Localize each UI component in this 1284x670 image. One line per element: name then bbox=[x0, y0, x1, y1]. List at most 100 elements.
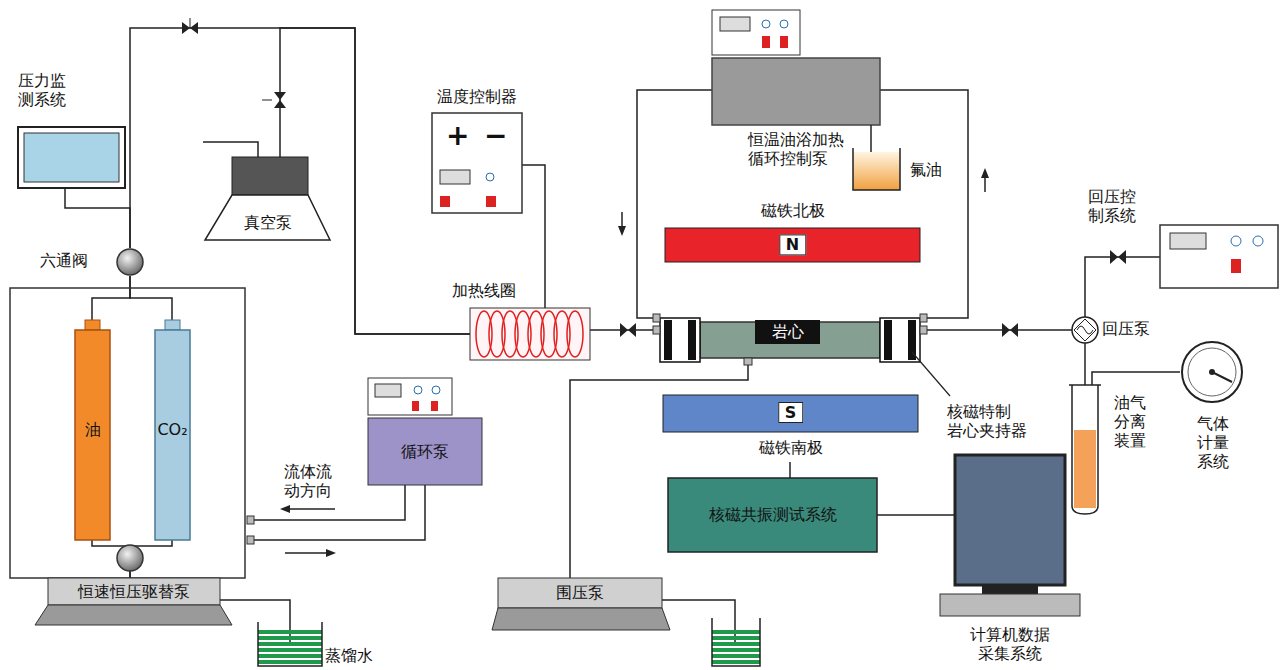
oil-cylinder-part bbox=[75, 330, 110, 540]
nmr-system: 核磁共振测试系统 bbox=[668, 478, 877, 552]
vacuum-pump: 真空泵 bbox=[205, 157, 330, 240]
core-holder-part bbox=[920, 326, 927, 334]
circulation-pump-part bbox=[253, 485, 425, 540]
core-holder-part bbox=[660, 318, 700, 362]
gas-meter: 气体 计量 系统 bbox=[1180, 342, 1245, 497]
node-text: + bbox=[446, 119, 469, 153]
core-holder-part bbox=[755, 320, 820, 344]
circulation-pump-part bbox=[247, 536, 254, 544]
separator-tube bbox=[1069, 385, 1101, 514]
separator-tube-part bbox=[1074, 430, 1096, 508]
core-holder-part bbox=[688, 320, 696, 360]
circulation-pump-part bbox=[368, 378, 452, 415]
node-text: N bbox=[779, 234, 806, 255]
circulation-pump-part bbox=[414, 386, 422, 394]
node-text: − bbox=[484, 119, 507, 153]
confining-pump-part bbox=[712, 630, 760, 666]
core-holder: 核磁特制 岩心夹持器岩心 bbox=[660, 318, 920, 362]
drive-pump: 恒速恒压驱替泵 bbox=[48, 578, 220, 605]
node-text: 油 bbox=[85, 420, 101, 439]
fluoro-oil-beaker bbox=[853, 148, 900, 190]
water-beaker-part bbox=[258, 622, 322, 666]
oil-bath-pump-part bbox=[762, 20, 770, 28]
frame-part bbox=[10, 288, 245, 578]
back-pressure-controller bbox=[1160, 225, 1278, 288]
vacuum-pump bbox=[203, 142, 330, 240]
node-text: 六通阀 bbox=[40, 251, 88, 270]
computer-part bbox=[982, 585, 1038, 594]
node-text: 核磁共振测试系统 bbox=[709, 505, 837, 524]
north-magnet-part bbox=[665, 228, 920, 262]
pressure-monitor bbox=[18, 127, 125, 188]
fluoro-oil-beaker-part bbox=[853, 152, 900, 190]
pipe-line bbox=[65, 188, 130, 248]
circulation-pump-part bbox=[368, 418, 482, 485]
node-text: 核磁特制 岩心夹持器 bbox=[947, 402, 1027, 440]
gas-meter bbox=[1182, 342, 1242, 402]
vacuum-pump-part bbox=[203, 142, 258, 157]
pipe-line bbox=[130, 276, 172, 320]
oil-bath-pump-part bbox=[712, 58, 880, 125]
pipe-line bbox=[522, 165, 545, 308]
core-holder-part bbox=[880, 318, 920, 362]
temperature-controller-part bbox=[440, 196, 450, 207]
circulation-pump-part bbox=[412, 401, 419, 411]
pressure-monitor-part bbox=[24, 133, 119, 182]
computer-part bbox=[955, 455, 1065, 585]
six-way-valve-part bbox=[117, 249, 143, 275]
core-holder-part bbox=[664, 320, 672, 360]
node-text: CO₂ bbox=[157, 420, 187, 439]
node-text: 恒速恒压驱替泵 bbox=[78, 582, 190, 601]
flow-arrow-part bbox=[285, 552, 328, 554]
co2-cylinder-part bbox=[155, 330, 190, 540]
water-label: 蒸馏水 bbox=[325, 646, 373, 665]
flow-arrow-part bbox=[981, 168, 989, 178]
circulation-pump-part bbox=[431, 401, 438, 411]
south-magnet bbox=[663, 395, 918, 432]
back-pressure-pump-part bbox=[1074, 319, 1096, 341]
heating-coil-part bbox=[567, 311, 583, 357]
back-pressure-controller-part bbox=[1231, 236, 1241, 246]
temperature-controller-part bbox=[486, 173, 494, 181]
core-holder bbox=[653, 314, 927, 365]
core-holder-part bbox=[700, 322, 880, 358]
oil-bath-pump-part bbox=[712, 10, 800, 55]
south-magnet-part bbox=[663, 395, 918, 432]
pipe-line bbox=[1092, 372, 1180, 385]
pipe-line bbox=[637, 90, 712, 318]
oil-cylinder: 油 bbox=[75, 320, 110, 540]
valve-part bbox=[274, 92, 286, 108]
gas-meter-part bbox=[1182, 342, 1242, 402]
north-magnet: N磁铁北极 bbox=[665, 228, 920, 262]
confining-pump: 围压泵 bbox=[498, 578, 662, 608]
core-holder-part bbox=[653, 314, 660, 322]
pipe-line bbox=[92, 276, 130, 320]
pipe-line bbox=[920, 329, 1072, 331]
node-text: 岩心 bbox=[772, 322, 804, 341]
oil-bath-pump bbox=[712, 10, 880, 170]
valve-part bbox=[262, 100, 272, 101]
drive-pump-part bbox=[35, 605, 232, 625]
computer bbox=[940, 455, 1080, 616]
oil-cylinder-part bbox=[85, 320, 100, 330]
node-text: 计算机数据 采集系统 bbox=[970, 625, 1050, 663]
flow-arrow-part bbox=[621, 212, 623, 228]
node-text: 油气 分离 装置 bbox=[1114, 393, 1146, 451]
six-way-valve-part bbox=[117, 545, 143, 571]
circulation-pump: 循环泵 bbox=[368, 418, 482, 485]
valve-part bbox=[620, 323, 636, 337]
oil-cylinder bbox=[75, 320, 110, 540]
computer: 计算机数据 采集系统 bbox=[955, 455, 1065, 585]
valve bbox=[1110, 250, 1126, 264]
pipe-line bbox=[877, 514, 955, 516]
separator-tube-part bbox=[1072, 385, 1098, 514]
temperature-controller: 温度控制器+− bbox=[432, 113, 522, 213]
water-beaker bbox=[258, 622, 322, 666]
node-text: 压力监 测系统 bbox=[18, 71, 66, 109]
gas-meter-part bbox=[1209, 369, 1215, 375]
circulation-pump-part bbox=[247, 516, 254, 524]
oil-bath-pump-part bbox=[780, 36, 788, 48]
node-text: S bbox=[778, 402, 804, 423]
pipe-line bbox=[880, 90, 968, 318]
oil-bath-pump-part bbox=[720, 17, 750, 31]
